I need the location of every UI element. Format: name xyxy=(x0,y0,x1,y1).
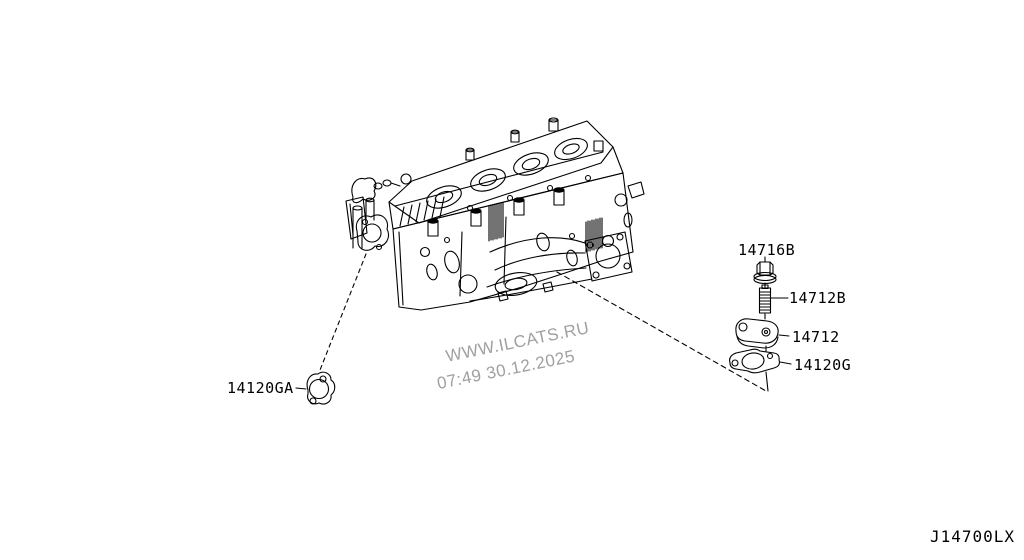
plate-14712-drawing xyxy=(735,318,790,352)
engine-illustration xyxy=(345,117,645,311)
part-label-14712[interactable]: 14712 xyxy=(792,328,840,346)
gasket-14120g-drawing xyxy=(729,348,792,392)
cylinder-head-drawing xyxy=(392,172,645,311)
gasket-14120ga-drawing xyxy=(295,371,336,405)
part-label-14120g[interactable]: 14120G xyxy=(794,356,852,374)
part-label-14716b[interactable]: 14716B xyxy=(738,241,796,259)
valve-cover-drawing xyxy=(388,117,624,230)
part-label-14120ga[interactable]: 14120GA xyxy=(227,379,294,397)
stud-14712b-drawing xyxy=(758,282,789,320)
leader-dashed-right xyxy=(556,271,767,392)
egr-port-flange-drawing xyxy=(345,177,401,251)
diagram-code: J14700LX xyxy=(930,527,1016,546)
nut-14716b-drawing xyxy=(753,256,777,285)
intake-manifold-drawing xyxy=(469,231,633,302)
leader-dashed-left xyxy=(319,253,367,371)
part-label-14712b[interactable]: 14712B xyxy=(789,289,847,307)
